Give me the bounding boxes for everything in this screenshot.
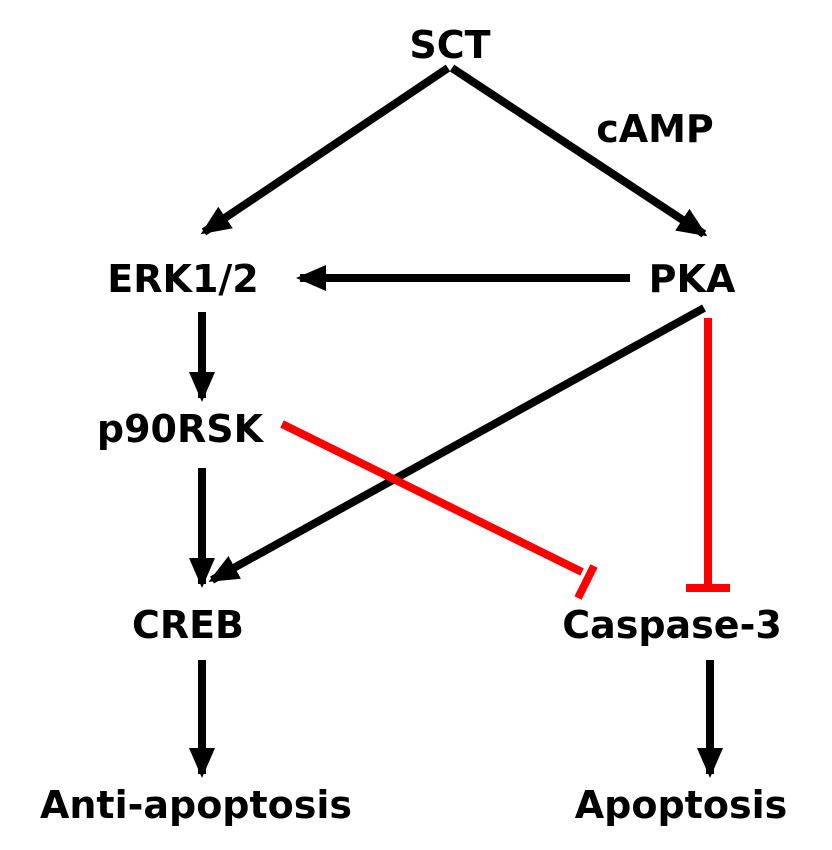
node-sct: SCT [409,23,490,67]
edge-sct-to-pka [449,64,708,238]
node-caspase3: Caspase-3 [562,603,782,647]
edge-sct-to-erk [200,64,451,236]
node-pka: PKA [649,257,736,301]
inhibition-p90rsk-to-caspase3-bar [574,564,598,600]
inhibition-p90rsk-to-caspase3 [280,420,584,576]
node-apoptosis: Apoptosis [575,783,787,827]
edge-label-camp: cAMP [596,107,714,151]
edge-pka-to-creb [208,304,706,584]
node-creb: CREB [132,603,244,647]
node-anti-apoptosis: Anti-apoptosis [40,783,352,827]
node-p90rsk: p90RSK [97,407,265,451]
node-erk: ERK1/2 [107,257,258,301]
